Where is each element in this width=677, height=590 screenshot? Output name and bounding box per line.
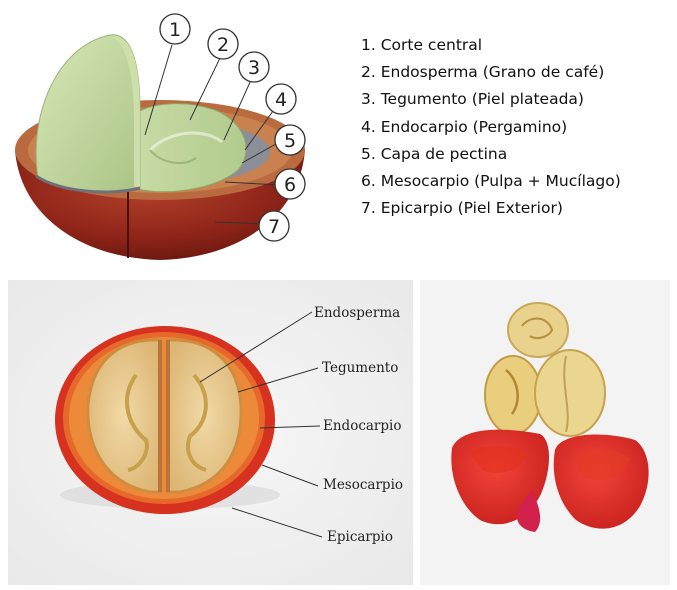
legend-item-7: 7. Epicarpio (Piel Exterior)	[361, 195, 621, 222]
beans-photo	[420, 280, 670, 585]
cutaway-cherry-illustration: 1 2 3 4 5 6 7	[15, 14, 305, 260]
label-mesocarpio: Mesocarpio	[323, 477, 403, 493]
bean-dome	[36, 35, 140, 193]
legend-item-1: 1. Corte central	[361, 32, 621, 59]
callout-7: 7	[268, 216, 280, 238]
label-endocarpio: Endocarpio	[323, 418, 401, 434]
callout-3: 3	[248, 57, 260, 79]
callout-1: 1	[169, 19, 181, 41]
legend-item-2: 2. Endosperma (Grano de café)	[361, 59, 621, 86]
callout-6: 6	[284, 174, 296, 196]
photo-bean-top	[508, 303, 568, 357]
callout-5: 5	[284, 130, 296, 152]
label-tegumento: Tegumento	[322, 360, 398, 376]
cross-section-photo: Endosperma Tegumento Endocarpio Mesocarp…	[8, 280, 413, 585]
legend-item-4: 4. Endocarpio (Pergamino)	[361, 114, 621, 141]
parts-legend: 1. Corte central 2. Endosperma (Grano de…	[361, 32, 621, 222]
legend-item-5: 5. Capa de pectina	[361, 141, 621, 168]
callout-4: 4	[275, 89, 287, 111]
label-endosperma: Endosperma	[314, 305, 400, 321]
legend-item-6: 6. Mesocarpio (Pulpa + Mucílago)	[361, 168, 621, 195]
photo-bean-mid-left	[485, 356, 541, 434]
photo-bean-mid-right	[535, 350, 605, 436]
legend-item-3: 3. Tegumento (Piel plateada)	[361, 86, 621, 113]
callout-2: 2	[217, 34, 229, 56]
label-epicarpio: Epicarpio	[327, 529, 393, 545]
